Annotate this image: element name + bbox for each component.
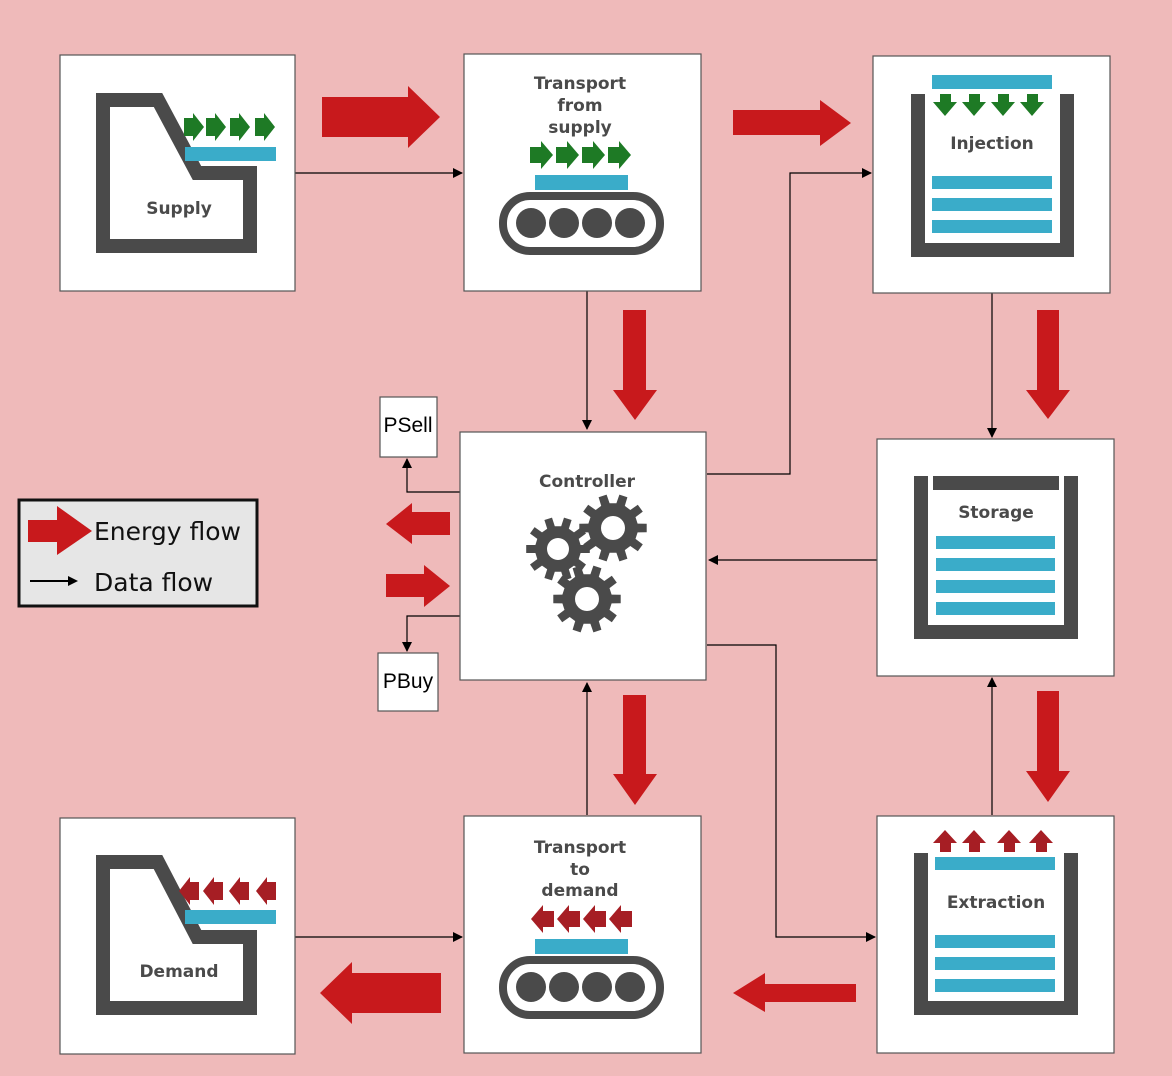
data-arrow-icon: [30, 576, 78, 586]
transport-from-supply-block[interactable]: Transport from supply: [463, 53, 702, 292]
storage-block[interactable]: Storage: [876, 438, 1115, 677]
energy-arrow-icon: [28, 506, 92, 555]
energy-arrow-icon: [320, 962, 441, 1024]
supply-label: Supply: [146, 199, 212, 219]
demand-label: Demand: [139, 962, 218, 982]
transport-supply-label-line-3: supply: [548, 118, 611, 138]
gear-hole: [575, 587, 599, 611]
injection-tank-icon: [911, 75, 1074, 257]
extraction-label: Extraction: [947, 893, 1045, 913]
line-controller-to-pbuy: [402, 615, 460, 652]
controller-block[interactable]: Controller: [459, 431, 707, 681]
gears-icon: [526, 494, 647, 633]
psell-port[interactable]: PSell: [379, 396, 438, 458]
demand-block[interactable]: Demand: [59, 817, 296, 1055]
storage-label: Storage: [958, 503, 1034, 523]
storage-tank-icon: [914, 476, 1078, 639]
conveyor-icon: [499, 141, 664, 255]
transport-demand-label-line-2: to: [570, 860, 590, 880]
energy-arrow-icon: [733, 100, 851, 146]
supply-block[interactable]: Supply: [59, 54, 296, 292]
energy-arrow-icon: [613, 310, 657, 420]
energy-arrow-icon: [1026, 310, 1070, 419]
transport-demand-label-line-3: demand: [541, 881, 618, 901]
demand-basin-icon: [96, 855, 276, 1015]
supply-basin-icon: [96, 93, 276, 253]
extraction-tank-icon: [914, 830, 1078, 1015]
pbuy-label: PBuy: [383, 670, 434, 693]
legend-energy-flow: Energy flow: [94, 517, 241, 546]
legend-data-flow: Data flow: [94, 568, 213, 597]
controller-label: Controller: [539, 472, 636, 492]
gear-hole: [547, 538, 569, 560]
line-controller-to-injection: [707, 168, 872, 475]
conveyor-icon: [499, 905, 664, 1019]
gear-hole: [601, 516, 625, 540]
energy-arrow-icon: [386, 565, 450, 607]
extraction-block[interactable]: Extraction: [876, 815, 1115, 1054]
line-controller-to-extraction: [707, 644, 876, 942]
injection-label: Injection: [950, 134, 1034, 154]
energy-arrow-icon: [386, 503, 450, 544]
energy-arrow-icon: [613, 695, 657, 805]
energy-flow-arrows: [320, 86, 1070, 1024]
legend: Energy flow Data flow: [17, 498, 259, 608]
pbuy-port[interactable]: PBuy: [377, 652, 439, 712]
psell-label: PSell: [383, 414, 432, 437]
energy-arrow-icon: [733, 973, 856, 1012]
transport-supply-label-line-2: from: [557, 96, 602, 116]
energy-arrow-icon: [322, 86, 440, 148]
transport-supply-label-line-1: Transport: [534, 74, 626, 94]
data-flow-lines: [295, 168, 997, 942]
line-controller-to-psell: [402, 458, 460, 493]
transport-to-demand-block[interactable]: Transport to demand: [463, 815, 702, 1054]
energy-arrow-icon: [1026, 691, 1070, 802]
transport-demand-label-line-1: Transport: [534, 838, 626, 858]
injection-block[interactable]: Injection: [872, 55, 1111, 294]
